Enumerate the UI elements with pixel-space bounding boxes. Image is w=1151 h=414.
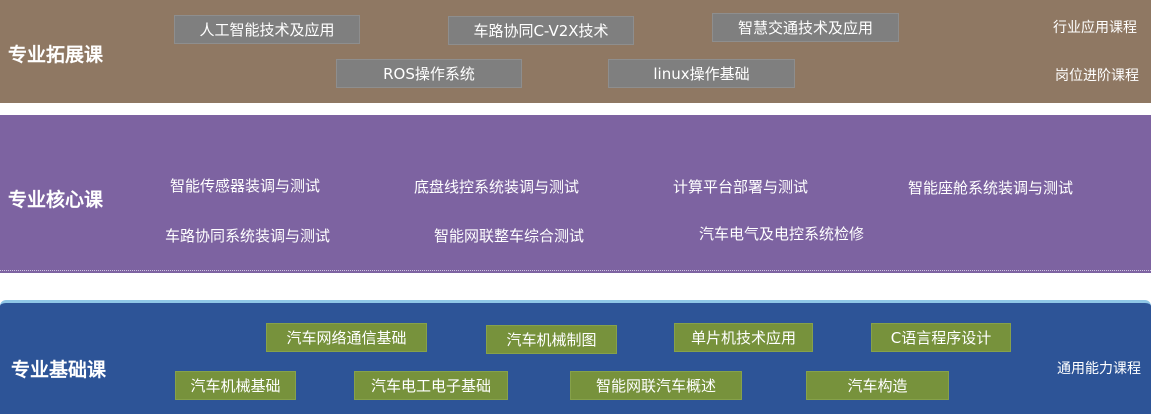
foundation-course-chip: 汽车机械制图 [486, 325, 617, 354]
foundation-course-chip: 汽车电工电子基础 [354, 371, 508, 400]
extension-side-label: 行业应用课程 [1053, 20, 1137, 36]
core-course-item: 底盘线控系统装调与测试 [414, 178, 580, 196]
foundation-course-chip: 汽车构造 [806, 371, 949, 400]
extension-course-chip: 车路协同C-V2X技术 [448, 16, 634, 45]
core-course-item: 计算平台部署与测试 [673, 178, 809, 196]
foundation-course-chip: 汽车网络通信基础 [266, 323, 427, 352]
core-course-item: 智能传感器装调与测试 [170, 177, 321, 195]
extension-band-title: 专业拓展课 [8, 44, 104, 66]
core-band-dotted-divider [0, 270, 1151, 271]
extension-course-chip: ROS操作系统 [336, 59, 522, 88]
foundation-course-chip: 汽车机械基础 [175, 371, 296, 400]
core-course-item: 智能座舱系统装调与测试 [908, 179, 1074, 197]
foundation-course-chip: C语言程序设计 [871, 323, 1011, 352]
extension-course-chip: 人工智能技术及应用 [174, 15, 360, 44]
extension-course-chip: linux操作基础 [608, 59, 795, 88]
core-band-title: 专业核心课 [8, 189, 104, 211]
extension-course-chip: 智慧交通技术及应用 [712, 13, 899, 42]
foundation-band-title: 专业基础课 [11, 359, 107, 381]
core-course-item: 车路协同系统装调与测试 [165, 227, 331, 245]
foundation-side-label: 通用能力课程 [1057, 361, 1141, 377]
foundation-course-chip: 单片机技术应用 [674, 323, 813, 352]
core-course-band [0, 115, 1151, 273]
foundation-course-chip: 智能网联汽车概述 [570, 371, 742, 400]
core-course-item: 智能网联整车综合测试 [434, 227, 585, 245]
core-course-item: 汽车电气及电控系统检修 [699, 225, 865, 243]
extension-side-label: 岗位进阶课程 [1055, 68, 1139, 84]
